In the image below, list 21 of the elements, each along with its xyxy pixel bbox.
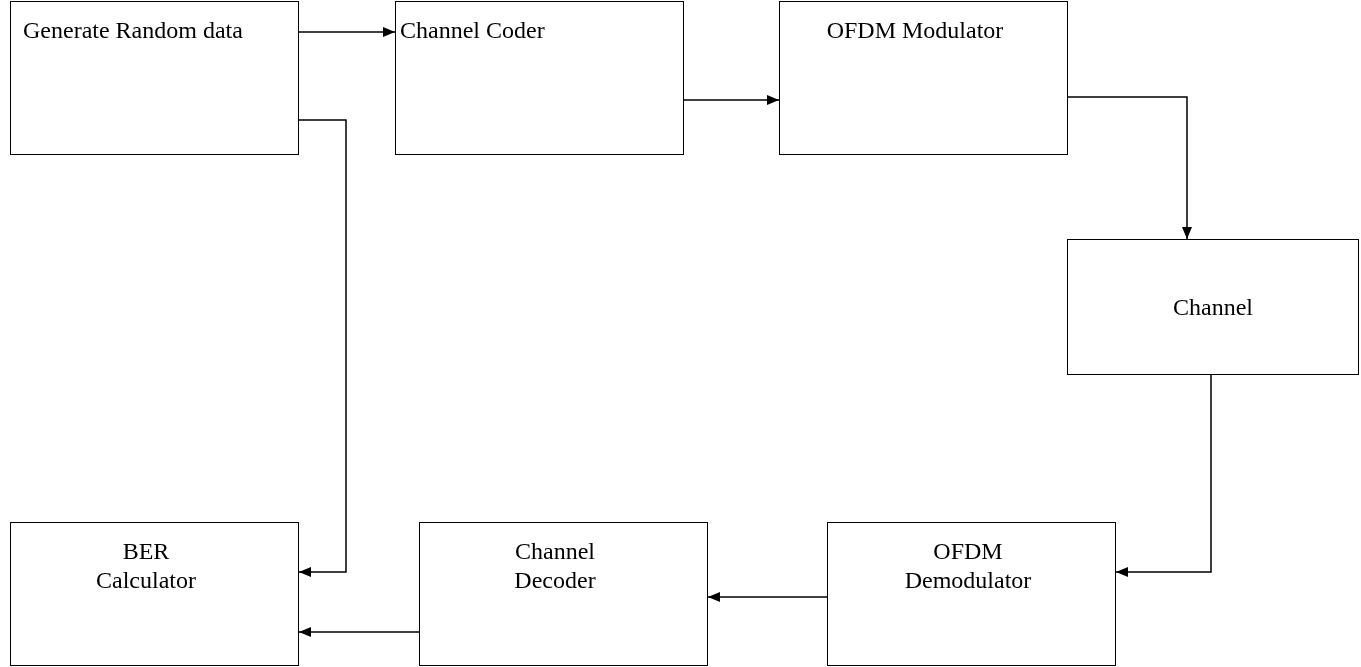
box-label: OFDM Demodulator: [903, 537, 1033, 595]
box-label: OFDM Modulator: [825, 16, 1005, 45]
process-box: [1067, 239, 1359, 375]
process-box: [10, 1, 299, 155]
box-label: Channel Coder: [400, 16, 546, 45]
arrow: [1115, 374, 1212, 577]
box-label: Generate Random data: [23, 16, 244, 45]
process-box: [10, 522, 299, 666]
process-box: [395, 1, 684, 155]
process-box: [827, 522, 1116, 666]
process-box: [419, 522, 708, 666]
arrow: [707, 592, 828, 602]
process-box: [779, 1, 1068, 155]
arrow: [298, 627, 420, 637]
arrow: [1067, 96, 1192, 240]
arrow: [298, 119, 347, 577]
box-label: Channel Decoder: [513, 537, 597, 595]
arrow: [683, 95, 780, 105]
box-label: BER Calculator: [95, 537, 197, 595]
arrow: [298, 27, 396, 37]
box-label: Channel: [1172, 293, 1254, 322]
